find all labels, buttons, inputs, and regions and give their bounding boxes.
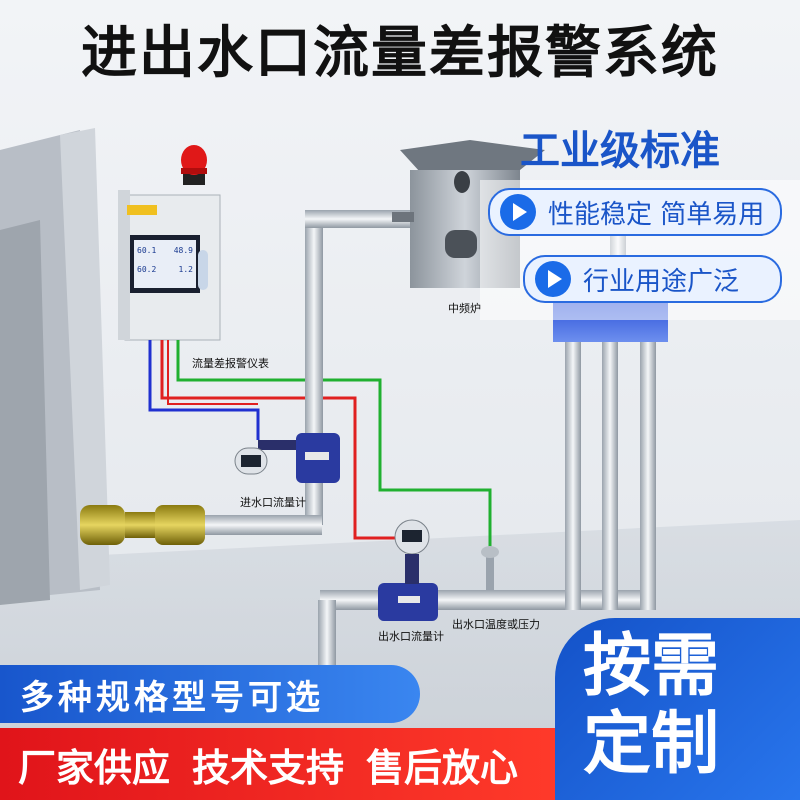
alarm-meter-label: 流量差报警仪表 — [192, 357, 269, 370]
custom-line: 按需 — [583, 627, 720, 706]
outlet-meter-label: 出水口流量计 — [378, 630, 444, 643]
custom-line: 定制 — [583, 705, 720, 784]
meter-screen: 60.1 48.9 60.2 1.2 — [137, 244, 193, 284]
furnace-label: 中频炉 — [448, 302, 481, 315]
play-icon — [535, 261, 571, 297]
service-item: 售后放心 — [366, 745, 519, 790]
feature-text: 性能稳定 简单易用 — [548, 199, 765, 230]
options-banner: 多种规格型号可选 — [0, 665, 420, 723]
feature-pill-stability: 性能稳定 简单易用 — [488, 188, 782, 236]
play-icon — [500, 194, 536, 230]
feature-pill-usage: 行业用途广泛 — [523, 255, 782, 303]
service-item: 厂家供应 — [18, 745, 171, 790]
reading: 60.1 — [137, 246, 157, 255]
inlet-meter-label: 进水口流量计 — [240, 496, 306, 509]
reading: 60.2 — [137, 265, 157, 274]
standard-badge: 工业级标准 — [520, 128, 720, 174]
reading: 48.9 — [173, 246, 193, 255]
feature-text: 行业用途广泛 — [583, 266, 740, 297]
sensor-label: 出水口温度或压力 — [452, 618, 540, 631]
custom-order-badge: 按需 定制 — [555, 618, 800, 800]
service-item: 技术支持 — [192, 745, 345, 790]
reading: 1.2 — [178, 265, 193, 274]
services-banner: 厂家供应 技术支持 售后放心 — [0, 728, 560, 800]
page-title: 进出水口流量差报警系统 — [81, 21, 719, 86]
